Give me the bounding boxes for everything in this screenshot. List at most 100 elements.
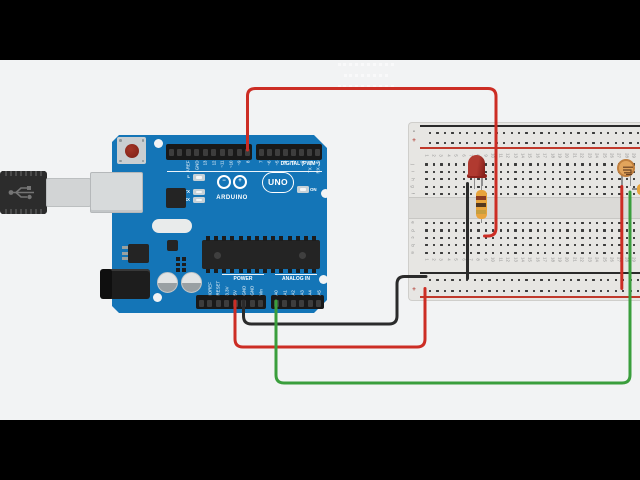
rail-hole[interactable] xyxy=(436,141,439,144)
rail-hole[interactable] xyxy=(592,141,595,144)
breadboard-hole[interactable] xyxy=(618,244,621,247)
rail-hole[interactable] xyxy=(532,141,536,144)
breadboard-hole[interactable] xyxy=(432,221,436,225)
breadboard-hole[interactable] xyxy=(514,221,517,225)
rail-hole[interactable] xyxy=(429,141,432,144)
breadboard-hole[interactable] xyxy=(551,192,554,196)
rail-hole[interactable] xyxy=(480,289,484,292)
rail-hole[interactable] xyxy=(466,289,469,292)
rail-hole[interactable] xyxy=(429,289,432,292)
rail-hole[interactable] xyxy=(636,132,640,135)
wire-a0-to-photoresistor[interactable] xyxy=(274,190,632,385)
breadboard-hole[interactable] xyxy=(469,236,473,239)
breadboard-hole[interactable] xyxy=(573,170,577,173)
breadboard-hole[interactable] xyxy=(603,229,606,232)
rail-hole[interactable] xyxy=(584,289,588,292)
rail-hole[interactable] xyxy=(488,132,491,135)
breadboard-hole[interactable] xyxy=(633,244,636,247)
rail-hole[interactable] xyxy=(636,141,640,144)
rail-hole[interactable] xyxy=(458,141,461,144)
breadboard-hole[interactable] xyxy=(425,192,428,196)
pin-7[interactable] xyxy=(258,148,264,156)
breadboard-hole[interactable] xyxy=(581,251,584,254)
breadboard-hole[interactable] xyxy=(544,192,547,196)
breadboard-hole[interactable] xyxy=(558,251,562,254)
breadboard-hole[interactable] xyxy=(484,178,488,181)
breadboard-hole[interactable] xyxy=(432,192,436,196)
breadboard-hole[interactable] xyxy=(529,244,532,247)
rail-hole[interactable] xyxy=(584,141,588,144)
breadboard-hole[interactable] xyxy=(462,163,465,166)
breadboard-hole[interactable] xyxy=(551,178,554,181)
breadboard-hole[interactable] xyxy=(507,170,510,173)
breadboard-hole[interactable] xyxy=(625,192,629,196)
breadboard-hole[interactable] xyxy=(425,185,428,188)
rail-hole[interactable] xyxy=(569,278,573,281)
breadboard-hole[interactable] xyxy=(440,236,443,239)
rail-hole[interactable] xyxy=(473,141,476,144)
pin-RESET[interactable] xyxy=(215,299,221,307)
breadboard-hole[interactable] xyxy=(521,251,525,254)
breadboard-hole[interactable] xyxy=(566,163,569,166)
rail-hole[interactable] xyxy=(510,278,513,281)
breadboard-hole[interactable] xyxy=(462,221,465,225)
pin-12[interactable] xyxy=(211,148,216,156)
breadboard-hole[interactable] xyxy=(469,244,473,247)
breadboard-hole[interactable] xyxy=(492,229,495,232)
rail-hole[interactable] xyxy=(466,141,469,144)
breadboard-hole[interactable] xyxy=(581,170,584,173)
breadboard-hole[interactable] xyxy=(588,163,591,166)
rail-hole[interactable] xyxy=(503,132,506,135)
rail-hole[interactable] xyxy=(503,141,506,144)
breadboard-hole[interactable] xyxy=(499,251,502,254)
breadboard-hole[interactable] xyxy=(551,185,554,188)
rail-hole[interactable] xyxy=(525,132,528,135)
breadboard-hole[interactable] xyxy=(633,229,636,232)
pin-A2[interactable] xyxy=(290,299,296,307)
breadboard-hole[interactable] xyxy=(603,244,606,247)
breadboard-hole[interactable] xyxy=(499,244,502,247)
breadboard-hole[interactable] xyxy=(596,170,599,173)
breadboard-hole[interactable] xyxy=(529,251,532,254)
breadboard-hole[interactable] xyxy=(514,244,517,247)
breadboard-hole[interactable] xyxy=(447,170,450,173)
breadboard-hole[interactable] xyxy=(440,163,443,166)
breadboard-hole[interactable] xyxy=(447,163,450,166)
breadboard-hole[interactable] xyxy=(603,163,606,166)
rail-hole[interactable] xyxy=(562,289,565,292)
breadboard-hole[interactable] xyxy=(447,251,450,254)
breadboard-hole[interactable] xyxy=(477,178,480,181)
breadboard-hole[interactable] xyxy=(455,192,458,196)
breadboard-hole[interactable] xyxy=(507,236,510,239)
breadboard-hole[interactable] xyxy=(544,163,547,166)
rail-hole[interactable] xyxy=(547,141,551,144)
rail-hole[interactable] xyxy=(532,132,536,135)
breadboard-hole[interactable] xyxy=(558,229,562,232)
breadboard-hole[interactable] xyxy=(573,192,577,196)
breadboard-hole[interactable] xyxy=(603,170,606,173)
rail-hole[interactable] xyxy=(510,141,513,144)
rail-hole[interactable] xyxy=(577,278,580,281)
breadboard-hole[interactable] xyxy=(477,244,480,247)
breadboard-hole[interactable] xyxy=(558,178,562,181)
breadboard-hole[interactable] xyxy=(610,244,614,247)
breadboard-hole[interactable] xyxy=(588,178,591,181)
rail-hole[interactable] xyxy=(562,132,565,135)
breadboard-hole[interactable] xyxy=(499,192,502,196)
breadboard-hole[interactable] xyxy=(633,221,636,225)
breadboard-hole[interactable] xyxy=(440,192,443,196)
breadboard-hole[interactable] xyxy=(462,178,465,181)
breadboard-hole[interactable] xyxy=(492,244,495,247)
breadboard-hole[interactable] xyxy=(425,221,428,225)
breadboard-hole[interactable] xyxy=(596,163,599,166)
breadboard-hole[interactable] xyxy=(588,185,591,188)
pin-~5[interactable] xyxy=(274,148,280,156)
rail-hole[interactable] xyxy=(510,132,513,135)
breadboard-hole[interactable] xyxy=(484,251,488,254)
breadboard-hole[interactable] xyxy=(440,170,443,173)
rail-hole[interactable] xyxy=(518,289,521,292)
rail-hole[interactable] xyxy=(518,132,521,135)
breadboard-hole[interactable] xyxy=(625,178,629,181)
rail-hole[interactable] xyxy=(599,132,602,135)
breadboard-hole[interactable] xyxy=(499,170,502,173)
